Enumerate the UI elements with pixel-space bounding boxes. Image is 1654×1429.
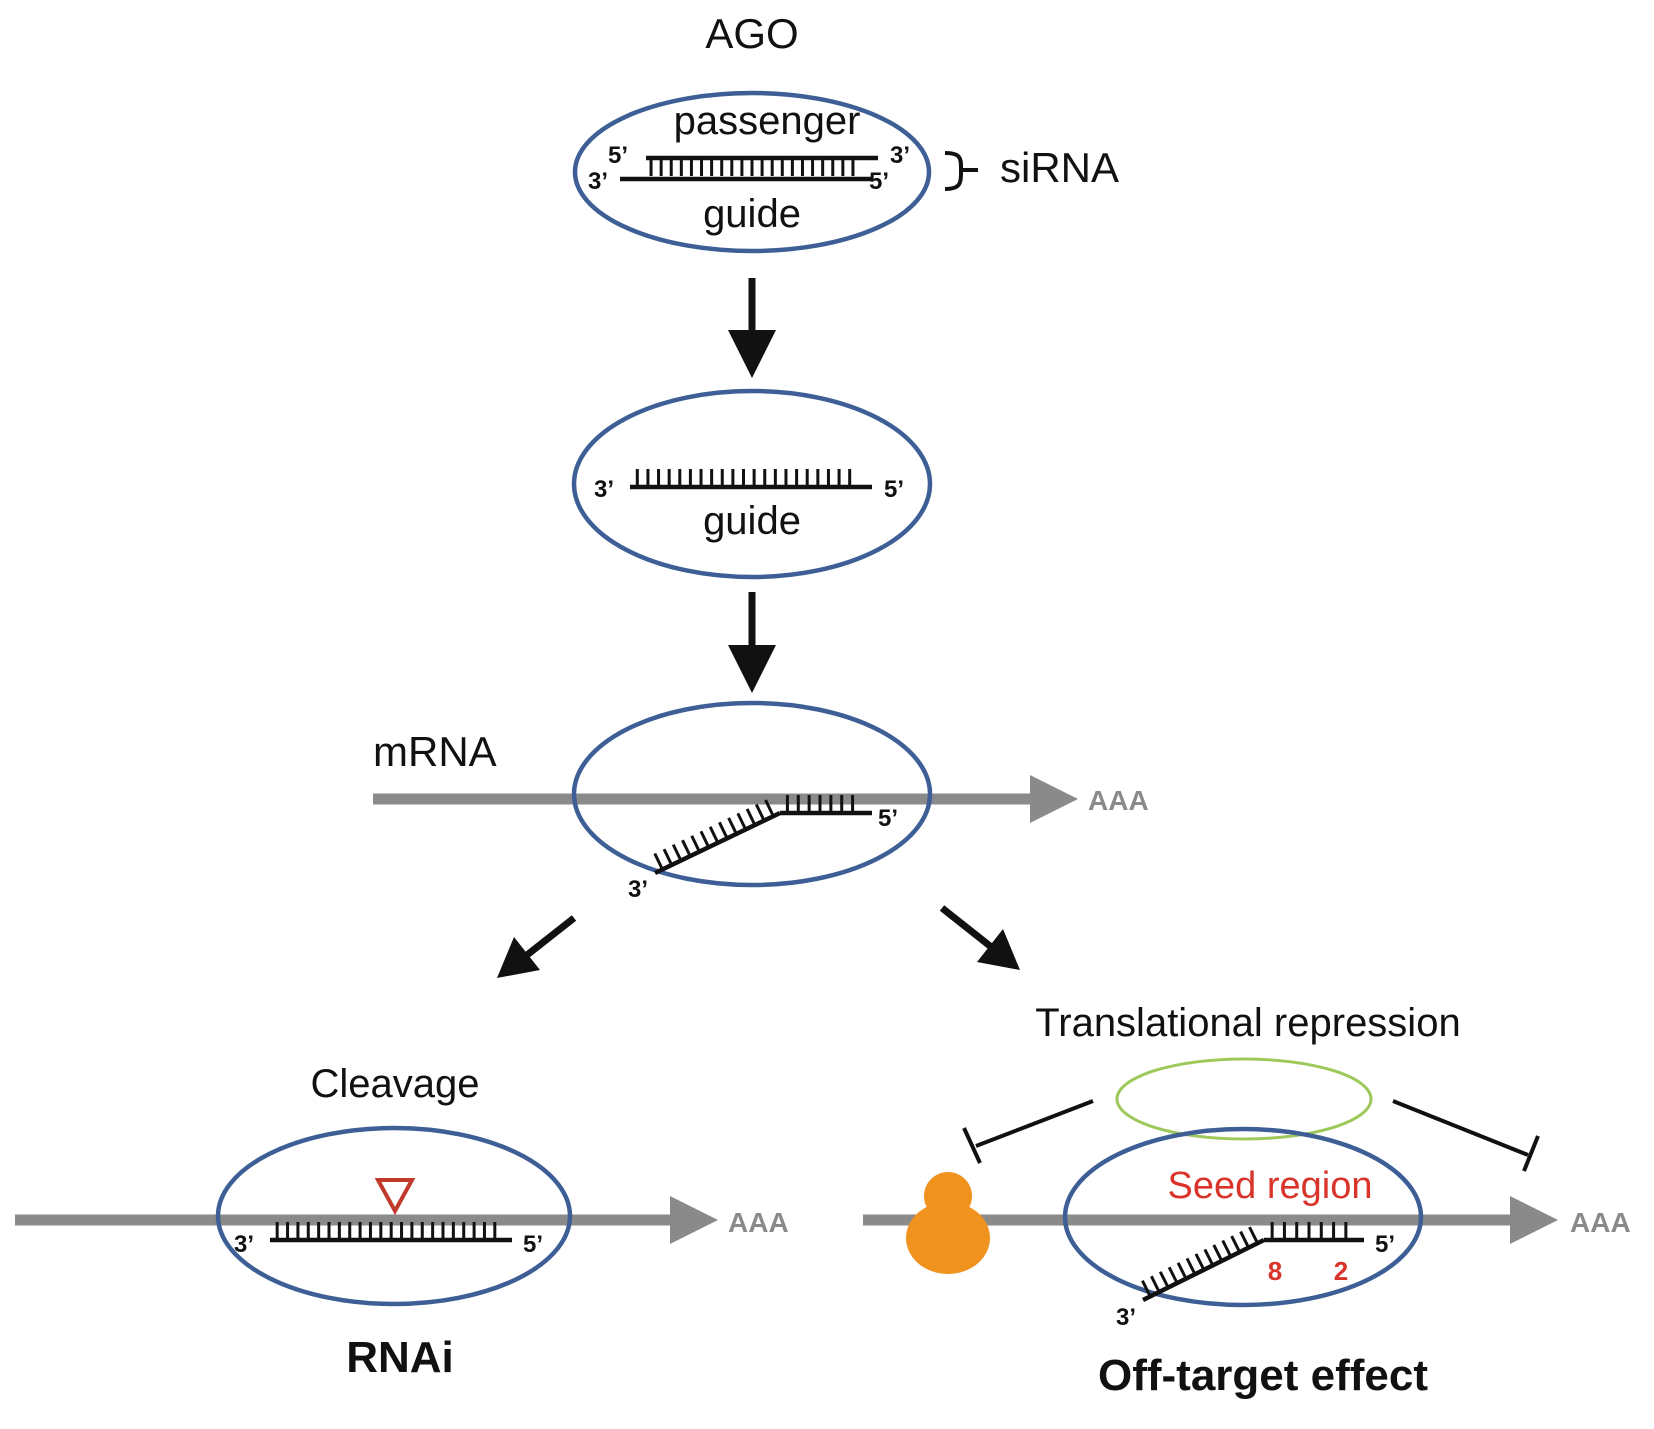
ago-sirna-complex: AGO passenger guide 5’ 3’ 3’ 5’ siRNA (572, 10, 1119, 254)
base-tick (1239, 1230, 1250, 1249)
guide-3-end-rnai: 3’ (234, 1231, 254, 1258)
repressor-complex-ellipse (1115, 1057, 1373, 1141)
guide-ticks-target-tail (653, 799, 775, 871)
guide-5-end-rnai: 5’ (523, 1231, 543, 1258)
ago-ellipse-rnai (215, 1125, 573, 1307)
base-tick (1185, 1257, 1197, 1276)
guide-3-end-target: 3’ (628, 876, 648, 903)
guide-5-end-target: 5’ (878, 805, 898, 832)
inhibition-bar-left (962, 1127, 982, 1164)
base-tick (1158, 1271, 1170, 1289)
seed-position-2: 2 (1334, 1256, 1348, 1286)
passenger-label: passenger (674, 99, 861, 143)
ago-ellipse-offtarget (1062, 1126, 1424, 1308)
arrow-to-offtarget (939, 905, 1020, 970)
guide-5-end-top: 5’ (869, 168, 889, 195)
sirna-label: siRNA (1000, 144, 1119, 191)
seed-position-8: 8 (1268, 1256, 1282, 1286)
inhibition-line-left (975, 1099, 1094, 1148)
base-tick (718, 821, 729, 840)
seed-region-label: Seed region (1168, 1165, 1373, 1207)
guide-ticks-offtarget-tail (1141, 1226, 1259, 1298)
base-tick (699, 830, 711, 849)
base-tick (754, 803, 766, 822)
mrna-arrowhead-offtarget (1510, 1196, 1558, 1244)
guide-label-middle: guide (703, 499, 801, 543)
guide-3-end-middle: 3’ (594, 476, 614, 503)
ago-label: AGO (705, 10, 798, 57)
mrna-arrowhead-target (1030, 775, 1078, 823)
translational-repression-label: Translational repression (1035, 1001, 1460, 1045)
cleavage-site-marker (374, 1178, 416, 1216)
base-tick (1230, 1235, 1242, 1253)
cleavage-label: Cleavage (310, 1062, 479, 1106)
inhibition-bar-right (1522, 1135, 1540, 1172)
arrow-to-rnai (497, 915, 577, 978)
guide-5-end-offtarget: 5’ (1375, 1231, 1395, 1258)
base-tick (1176, 1262, 1188, 1280)
rnai-panel: Cleavage AAA 3’ 5’ RNAi (15, 1062, 789, 1382)
base-tick (671, 843, 683, 862)
passenger-ticks (649, 158, 855, 176)
ago-guide-complex: 3’ 5’ guide (571, 388, 933, 580)
offtarget-panel: Translational repression AAA Seed region… (863, 1001, 1631, 1400)
base-tick (727, 817, 738, 835)
base-tick (1203, 1248, 1215, 1267)
guide-3-end-top: 3’ (588, 168, 608, 195)
guide-3-end-offtarget: 3’ (1116, 1304, 1136, 1331)
guide-ticks-target-seed (785, 795, 855, 813)
sirna-brace (944, 151, 978, 191)
base-tick (662, 848, 674, 866)
base-tick (1248, 1226, 1259, 1244)
base-tick (764, 799, 775, 817)
guide-ticks-rnai (275, 1222, 497, 1240)
ago-ellipse-middle (571, 388, 933, 580)
offtarget-outcome-label: Off-target effect (1098, 1351, 1428, 1400)
poly-a-tail-rnai: AAA (728, 1207, 789, 1238)
ago-ellipse-target (571, 700, 933, 888)
poly-a-tail-offtarget: AAA (1570, 1207, 1631, 1238)
base-tick (1149, 1275, 1161, 1293)
ago-mrna-complex: mRNA AAA 5’ 3’ (373, 700, 1149, 903)
guide-ticks-offtarget-seed (1270, 1222, 1348, 1240)
ago-ellipse-top (572, 90, 932, 254)
base-tick (1221, 1239, 1233, 1258)
guide-ticks-middle (635, 469, 852, 487)
base-tick (690, 835, 701, 853)
base-tick (681, 839, 692, 858)
base-tick (745, 808, 757, 826)
base-tick (736, 812, 748, 831)
arrow-down-2 (728, 592, 776, 693)
ribosome-icon (906, 1172, 990, 1274)
mrna-label: mRNA (373, 728, 497, 775)
passenger-5-end: 5’ (608, 142, 628, 169)
passenger-3-end: 3’ (890, 142, 910, 169)
base-tick (708, 826, 720, 844)
base-tick (1167, 1266, 1179, 1285)
base-tick (1194, 1253, 1206, 1271)
mrna-arrowhead-rnai (670, 1196, 718, 1244)
guide-5-end-middle: 5’ (884, 476, 904, 503)
guide-label-top: guide (703, 192, 801, 236)
base-tick (653, 852, 664, 871)
base-tick (1141, 1279, 1152, 1298)
poly-a-tail-target: AAA (1088, 785, 1149, 816)
rnai-outcome-label: RNAi (346, 1333, 454, 1382)
inhibition-line-right (1392, 1099, 1529, 1157)
arrow-down-1 (728, 278, 776, 378)
base-tick (1212, 1244, 1224, 1262)
